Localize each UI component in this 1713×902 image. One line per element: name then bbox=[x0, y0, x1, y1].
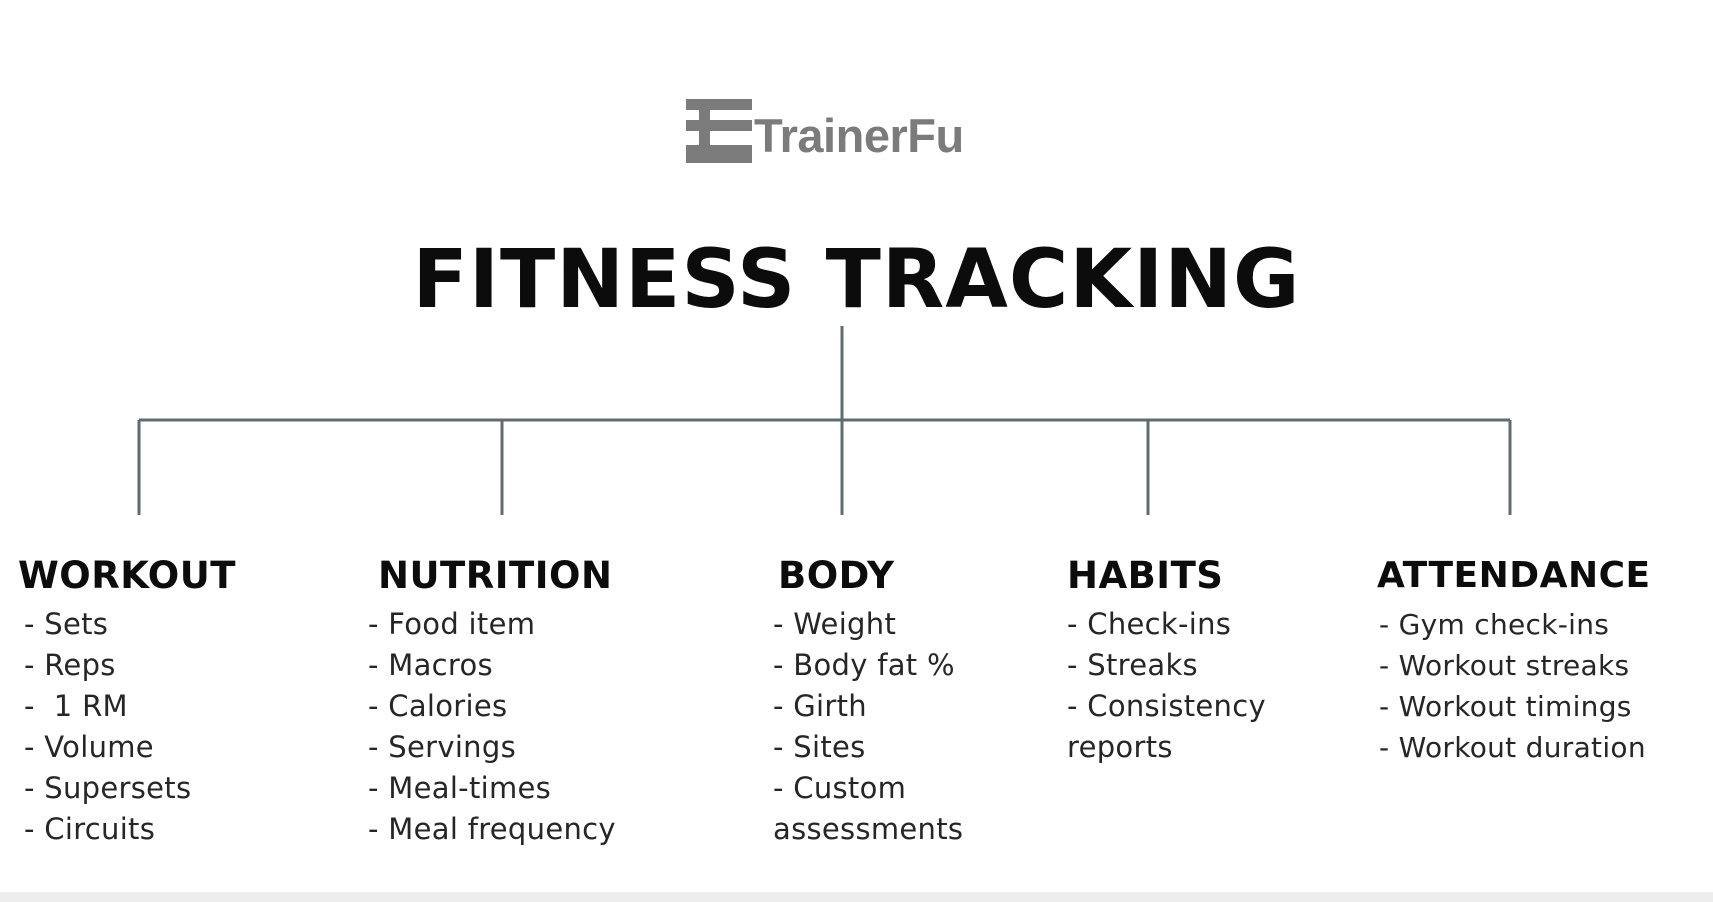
category-heading: ATTENDANCE bbox=[1377, 555, 1651, 596]
category-habits: HABITS - Check-ins - Streaks - Consisten… bbox=[1067, 553, 1266, 768]
list-item: - Custom bbox=[773, 771, 907, 805]
list-item: - Check-ins bbox=[1067, 607, 1232, 641]
category-workout: WORKOUT - Sets - Reps - 1 RM - Volume - … bbox=[18, 553, 236, 850]
list-item: - Weight bbox=[773, 607, 897, 641]
list-item: - Meal-times bbox=[368, 771, 552, 805]
list-item: - Supersets bbox=[24, 771, 192, 805]
list-item: - Sets bbox=[24, 607, 109, 641]
list-item: - Reps bbox=[24, 648, 116, 682]
category-nutrition: NUTRITION - Food item - Macros - Calorie… bbox=[368, 553, 616, 850]
diagram-title: FITNESS TRACKING bbox=[412, 233, 1301, 327]
list-item: - Body fat % bbox=[773, 648, 955, 682]
list-item: - Sites bbox=[773, 730, 866, 764]
list-item: - Workout streaks bbox=[1379, 649, 1630, 682]
list-item: - Servings bbox=[368, 730, 516, 764]
category-heading: WORKOUT bbox=[18, 554, 237, 597]
category-heading: BODY bbox=[778, 554, 895, 597]
category-heading: HABITS bbox=[1067, 554, 1224, 597]
category-heading: NUTRITION bbox=[378, 554, 613, 597]
bottom-band bbox=[0, 892, 1713, 902]
list-item: - Volume bbox=[24, 730, 154, 764]
list-item: - Circuits bbox=[24, 812, 156, 846]
category-body: BODY - Weight - Body fat % - Girth - Sit… bbox=[773, 553, 963, 850]
list-item: - Workout duration bbox=[1379, 731, 1646, 764]
list-item: - Gym check-ins bbox=[1379, 608, 1610, 641]
list-item: - Workout timings bbox=[1379, 690, 1632, 723]
list-item: - Streaks bbox=[1067, 648, 1198, 682]
list-item: - Calories bbox=[368, 689, 508, 723]
logo-text: TrainerFu bbox=[754, 109, 964, 162]
list-item: - Macros bbox=[368, 648, 493, 682]
list-item: - 1 RM bbox=[24, 689, 128, 723]
list-item-continuation: reports bbox=[1067, 730, 1173, 764]
list-item: - Consistency bbox=[1067, 689, 1266, 723]
list-item: - Food item bbox=[368, 607, 536, 641]
list-item-continuation: assessments bbox=[773, 812, 964, 846]
list-item: - Girth bbox=[773, 689, 867, 723]
list-item: - Meal frequency bbox=[368, 812, 616, 846]
dumbbell-letter-t-icon bbox=[686, 99, 752, 163]
category-attendance: ATTENDANCE - Gym check-ins - Workout str… bbox=[1377, 553, 1651, 768]
